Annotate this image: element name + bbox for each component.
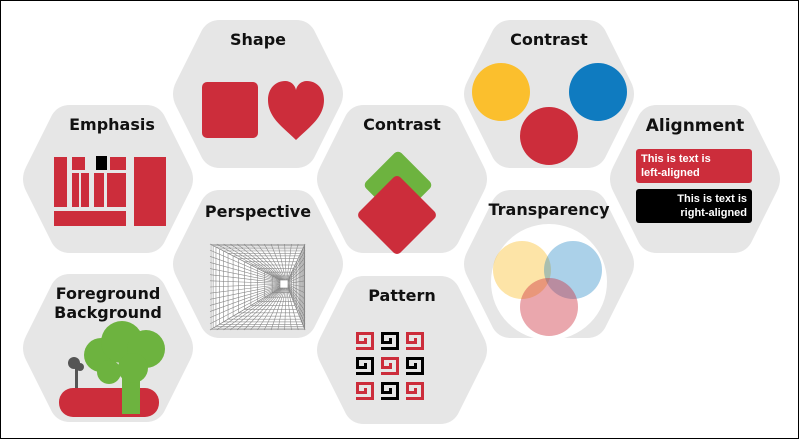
tile-label: Contrast [510, 30, 588, 49]
transparency-backdrop [491, 224, 607, 340]
red-diamond [358, 176, 436, 254]
tile-label: Alignment [646, 116, 745, 136]
yellow-circle [472, 63, 530, 121]
perspective-grid-icon [209, 243, 306, 331]
tile-contrast-diamonds: Contrast [317, 105, 487, 254]
tile-transparency: Transparency [464, 190, 634, 340]
transparent-red-circle [520, 278, 578, 336]
left-aligned-text-line1: This is text is [641, 153, 711, 165]
left-aligned-text-line2: left-aligned [641, 167, 700, 179]
blue-circle [569, 63, 627, 121]
tile-contrast-circles: Contrast [464, 20, 634, 168]
tile-emphasis: Emphasis [23, 105, 193, 253]
right-aligned-text-line1: This is text is [677, 193, 747, 205]
tile-label: Pattern [368, 286, 436, 305]
transparent-yellow-circle [493, 241, 551, 299]
transparent-blue-circle [544, 241, 602, 299]
square-icon [202, 82, 258, 138]
left-aligned-box [636, 149, 752, 183]
tile-perspective: Perspective [173, 190, 343, 338]
tile-label-line1: Foreground [56, 284, 161, 303]
tile-label: Shape [230, 30, 286, 49]
tile-label: Perspective [205, 202, 311, 221]
red-circle [520, 107, 578, 165]
tile-shape: Shape [173, 20, 343, 168]
tile-alignment: Alignment This is text is left-aligned T… [610, 105, 780, 253]
tile-label: Contrast [363, 115, 441, 134]
emphasis-blocks-icon [54, 156, 166, 226]
right-aligned-box [636, 189, 752, 223]
tile-foreground-background: Foreground Background [23, 274, 193, 422]
tile-label-line2: Background [54, 303, 162, 322]
tile-label: Transparency [488, 200, 610, 219]
right-aligned-text-line2: right-aligned [680, 207, 747, 219]
tile-label: Emphasis [69, 115, 155, 134]
tree-icon [59, 321, 165, 417]
heart-icon [268, 81, 324, 140]
tile-pattern: Pattern [317, 276, 487, 424]
